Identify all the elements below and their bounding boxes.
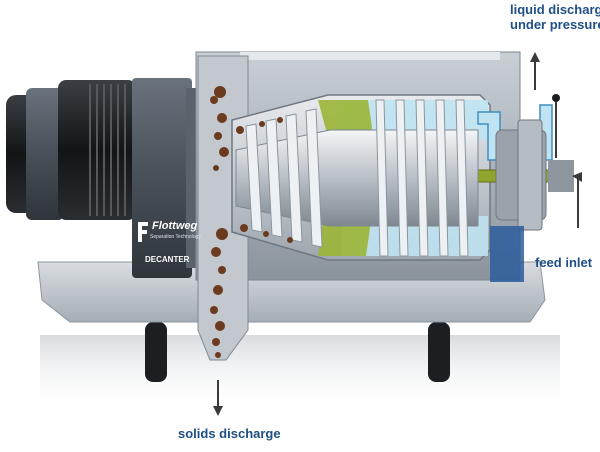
motor-end-ring [26, 88, 64, 220]
brand-logo-text: Flottweg [152, 220, 198, 232]
model-text: DECANTER [145, 255, 190, 264]
logo-plate [138, 222, 148, 242]
gearbox-body [132, 78, 192, 278]
solids-discharge-label: solids discharge [178, 426, 281, 441]
valve-knob [552, 94, 560, 102]
brand-subtext: Separation Technology [150, 234, 201, 240]
liquid-discharge-label-line2: under pressure [510, 17, 600, 32]
housing-highlight [240, 52, 500, 60]
flow-arrows [213, 52, 582, 416]
feed-arrowhead [572, 172, 582, 182]
feed-inlet-label: feed inlet [535, 255, 593, 270]
feed-fitting [548, 160, 574, 192]
coupling-ribs [89, 84, 126, 216]
liquid-discharge-arrowhead [530, 52, 540, 62]
solids-particles [210, 86, 293, 358]
bearing-flange [517, 119, 543, 231]
floor-reflection [40, 335, 560, 415]
right-foot [428, 322, 450, 382]
flottweg-logo-icon [138, 222, 148, 242]
left-foot [145, 322, 167, 382]
liquid-discharge-label-line1: liquid discharge [510, 2, 600, 17]
solids-arrowhead [213, 406, 223, 416]
liquid-discharge-label: liquid discharge under pressure [510, 2, 600, 32]
screw-flights [245, 99, 469, 257]
end-seal [490, 226, 524, 282]
